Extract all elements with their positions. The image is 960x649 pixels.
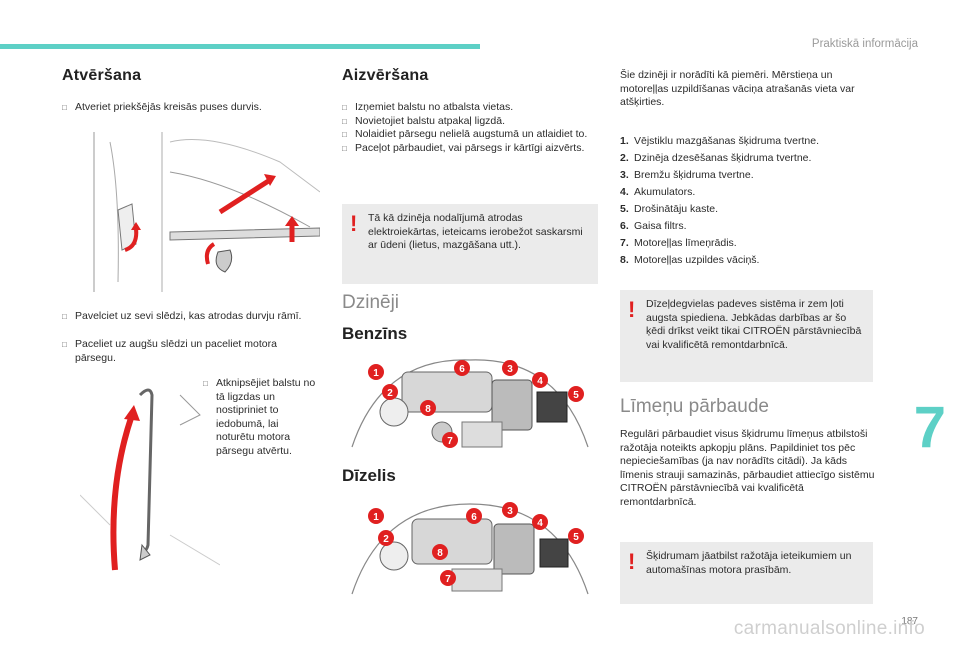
- fluid-spec-warning-box: ! Šķidrumam jāatbilst ražotāja ieteikumi…: [620, 542, 873, 604]
- svg-text:4: 4: [537, 376, 543, 387]
- opening-step-2: □Pavelciet uz sevi slēdzi, kas atrodas d…: [62, 310, 302, 322]
- svg-text:2: 2: [383, 534, 389, 545]
- svg-text:5: 5: [573, 390, 579, 401]
- opening-step-3: □Paceliet uz augšu slēdzi un paceliet mo…: [62, 338, 277, 364]
- svg-text:3: 3: [507, 364, 513, 375]
- opening-heading: Atvēršana: [62, 67, 142, 84]
- prop-rod-illustration: [80, 375, 220, 575]
- petrol-heading: Benzīns: [342, 324, 408, 343]
- list-item: 8.Motoreļļas uzpildes vāciņš.: [620, 254, 760, 266]
- list-item: 7.Motoreļļas līmeņrādis.: [620, 237, 737, 249]
- checkbox-icon: □: [203, 379, 208, 388]
- closing-heading: Aizvēršana: [342, 67, 429, 84]
- page-number: 187: [901, 616, 918, 627]
- svg-text:6: 6: [471, 512, 477, 523]
- svg-text:2: 2: [387, 388, 393, 399]
- svg-text:8: 8: [425, 404, 431, 415]
- opening-step-4: □Atknipsējiet balstu no tā ligzdas un no…: [203, 377, 316, 457]
- checkbox-icon: □: [62, 103, 67, 112]
- svg-text:6: 6: [459, 364, 465, 375]
- checkbox-icon: □: [342, 130, 347, 139]
- svg-text:7: 7: [447, 436, 453, 447]
- levels-heading: Līmeņu pārbaude: [620, 396, 769, 417]
- petrol-engine-illustration: 1 2 3 4 5 6 7 8: [342, 352, 598, 462]
- checkbox-icon: □: [62, 340, 67, 349]
- closing-step-4: □Paceļot pārbaudiet, vai pārsegs ir kārt…: [342, 141, 585, 154]
- petrol-badges: 1 2 3 4 5 6 7 8: [368, 360, 584, 448]
- svg-text:4: 4: [537, 518, 543, 529]
- svg-text:1: 1: [373, 368, 379, 379]
- svg-text:7: 7: [445, 574, 451, 585]
- list-item: 1.Vējstiklu mazgāšanas šķidruma tvertne.: [620, 135, 819, 147]
- header-accent-bar: [0, 44, 480, 49]
- warning-icon: !: [350, 211, 358, 236]
- water-warning-box: ! Tā kā dzinēja nodalījumā atrodas elekt…: [342, 204, 598, 284]
- watermark: carmanualsonline.info: [733, 618, 925, 639]
- chapter-number: 7: [913, 395, 946, 460]
- checkbox-icon: □: [342, 103, 347, 112]
- engine-parts-list: 1.Vējstiklu mazgāšanas šķidruma tvertne.…: [620, 133, 880, 269]
- levels-text: Regulāri pārbaudiet visus šķidrumu līmeņ…: [620, 428, 875, 508]
- diesel-engine-illustration: 1 2 3 4 5 6 7 8: [342, 494, 598, 604]
- closing-step-1: □Izņemiet balstu no atbalsta vietas.: [342, 101, 514, 113]
- closing-step-3: □Nolaidiet pārsegu nelielā augstumā un a…: [342, 128, 588, 140]
- engines-intro: Šie dzinēji ir norādīti kā piemēri. Mērs…: [620, 69, 855, 108]
- opening-step-1: □Atveriet priekšējās kreisās puses durvi…: [62, 101, 262, 113]
- svg-text:3: 3: [507, 506, 513, 517]
- checkbox-icon: □: [342, 116, 347, 126]
- warning-icon: !: [628, 549, 636, 574]
- diesel-badges: 1 2 3 4 5 6 7 8: [368, 502, 584, 586]
- svg-text:8: 8: [437, 548, 443, 559]
- closing-step-2: □Novietojiet balstu atpakaļ ligzdā.: [342, 114, 506, 127]
- section-title: Praktiskā informācija: [811, 38, 918, 50]
- warning-icon: !: [628, 297, 636, 322]
- door-release-illustration: [80, 132, 320, 292]
- checkbox-icon: □: [62, 312, 67, 321]
- diesel-heading: Dīzelis: [342, 466, 396, 485]
- list-item: 2.Dzinēja dzesēšanas šķidruma tvertne.: [620, 152, 812, 164]
- diesel-pressure-warning-box: ! Dīzeļdegvielas padeves sistēma ir zem …: [620, 290, 873, 382]
- list-item: 5.Drošinātāju kaste.: [620, 203, 719, 215]
- svg-text:5: 5: [573, 532, 579, 543]
- svg-text:1: 1: [373, 512, 379, 523]
- list-item: 4.Akumulators.: [620, 186, 696, 198]
- engines-heading: Dzinēji: [342, 292, 400, 313]
- list-item: 6.Gaisa filtrs.: [620, 220, 687, 232]
- checkbox-icon: □: [342, 143, 347, 153]
- list-item: 3.Bremžu šķidruma tvertne.: [620, 169, 754, 181]
- closing-steps: □Izņemiet balstu no atbalsta vietas. □No…: [342, 101, 597, 155]
